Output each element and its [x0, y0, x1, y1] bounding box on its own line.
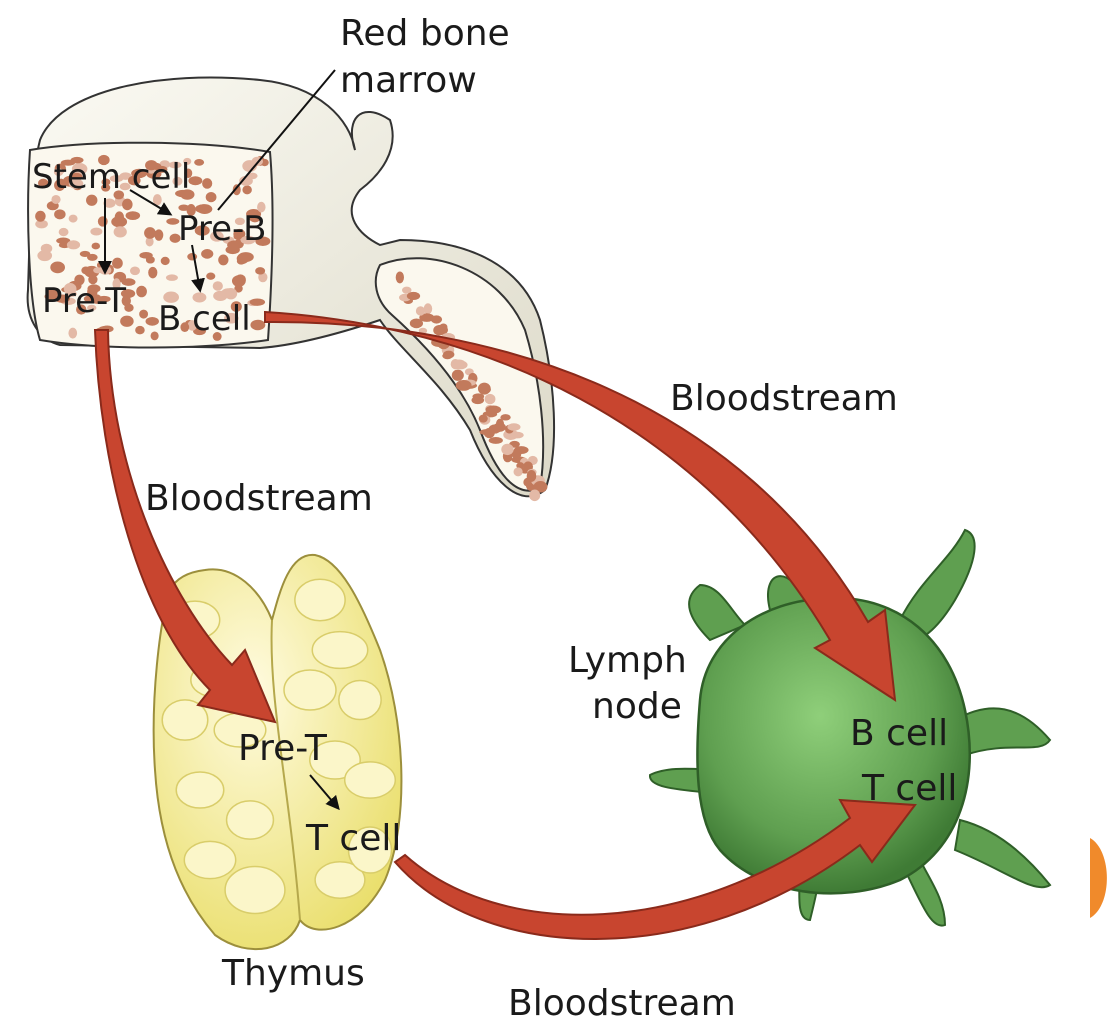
marrow-cell-dot	[527, 470, 537, 482]
marrow-cell-dot	[213, 281, 223, 291]
marrow-cell-dot	[242, 185, 251, 194]
b-cell-lymph-label: B cell	[850, 713, 948, 754]
marrow-cell-dot	[112, 258, 123, 269]
marrow-cell-dot	[201, 249, 213, 259]
bloodstream-label-bottom: Bloodstream	[508, 983, 736, 1024]
marrow-cell-dot	[433, 325, 445, 335]
marrow-cell-dot	[206, 273, 215, 280]
thymus-lobule	[227, 801, 274, 839]
stem-cell-label: Stem cell	[32, 157, 190, 197]
marrow-cell-dot	[501, 444, 513, 455]
marrow-cell-dot	[122, 199, 132, 211]
marrow-cell-dot	[206, 192, 217, 202]
marrow-cell-dot	[496, 419, 504, 430]
marrow-cell-dot	[431, 315, 442, 323]
marrow-cell-dot	[135, 326, 145, 335]
marrow-cell-dot	[456, 380, 472, 391]
marrow-cell-dot	[471, 396, 484, 404]
marrow-cell-dot	[126, 211, 141, 220]
red-bone-marrow-label-2: marrow	[340, 60, 477, 101]
marrow-cell-dot	[93, 267, 102, 273]
marrow-cell-dot	[485, 394, 496, 404]
thymus-lobule	[312, 632, 367, 669]
marrow-cell-dot	[148, 267, 157, 278]
marrow-cell-dot	[529, 490, 540, 502]
marrow-cell-dot	[54, 209, 65, 219]
thymus-lobule	[295, 579, 345, 620]
b-cell-marrow-label: B cell	[158, 299, 251, 339]
pre-b-label: Pre-B	[178, 209, 266, 249]
marrow-cell-dot	[144, 227, 156, 239]
marrow-cell-dot	[485, 406, 501, 414]
marrow-cell-dot	[479, 415, 488, 423]
marrow-cell-dot	[511, 432, 524, 439]
marrow-cell-dot	[81, 266, 90, 274]
marrow-cell-dot	[424, 303, 433, 314]
marrow-cell-dot	[41, 244, 53, 253]
thymus-label: Thymus	[221, 953, 365, 994]
marrow-cell-dot	[416, 306, 425, 315]
marrow-cell-dot	[114, 226, 127, 237]
marrow-cell-dot	[98, 216, 108, 226]
marrow-cell-dot	[80, 251, 91, 257]
marrow-cell-dot	[139, 252, 152, 259]
marrow-cell-dot	[90, 228, 102, 236]
pre-t-marrow-label: Pre-T	[42, 281, 126, 321]
lymph-node-label-2: node	[592, 686, 682, 727]
marrow-cell-dot	[146, 317, 159, 326]
marrow-cell-dot	[68, 328, 77, 339]
slide-marker-shape	[1090, 838, 1107, 918]
marrow-cell-dot	[489, 437, 503, 444]
marrow-cell-dot	[59, 228, 69, 236]
thymus-lobule	[184, 841, 235, 878]
marrow-cell-dot	[92, 243, 101, 250]
bloodstream-label-upper-right: Bloodstream	[670, 378, 898, 419]
red-bone-marrow-label-1: Red bone	[340, 13, 510, 54]
thymus-lobule	[284, 670, 336, 710]
marrow-cell-dot	[237, 253, 249, 264]
marrow-cell-dot	[139, 310, 148, 319]
thymus-lobule	[176, 772, 224, 808]
marrow-cell-dot	[250, 320, 265, 330]
marrow-cell-dot	[67, 240, 80, 249]
thymus-lobule	[225, 867, 285, 914]
marrow-cell-dot	[161, 257, 170, 265]
marrow-cell-dot	[507, 423, 520, 431]
marrow-cell-dot	[513, 467, 522, 476]
bloodstream-label-left: Bloodstream	[145, 478, 373, 519]
marrow-cell-dot	[187, 253, 197, 260]
t-cell-lymph-label: T cell	[861, 768, 957, 809]
marrow-cell-dot	[194, 159, 204, 166]
marrow-cell-dot	[482, 386, 491, 393]
marrow-cell-dot	[232, 275, 246, 286]
marrow-cell-dot	[514, 446, 529, 454]
lymph-node-label-1: Lymph	[568, 640, 687, 681]
marrow-cell-dot	[218, 255, 228, 266]
marrow-cell-dot	[130, 266, 140, 275]
marrow-cell-dot	[202, 178, 212, 189]
marrow-cell-dot	[35, 211, 46, 222]
marrow-cell-dot	[154, 229, 163, 240]
marrow-cell-dot	[136, 286, 147, 298]
thymus-lobule	[345, 762, 396, 798]
marrow-cell-dot	[396, 271, 404, 283]
marrow-cell-dot	[188, 176, 202, 185]
marrow-cell-dot	[111, 216, 127, 227]
marrow-cell-dot	[479, 429, 494, 435]
marrow-cell-dot	[442, 353, 452, 359]
marrow-cell-dot	[69, 215, 78, 223]
pre-t-thymus-label: Pre-T	[238, 728, 328, 769]
marrow-cell-dot	[452, 370, 464, 381]
marrow-cell-dot	[250, 298, 265, 305]
t-cell-thymus-label: T cell	[305, 818, 401, 859]
thymus-lobule	[339, 680, 381, 719]
marrow-cell-dot	[166, 274, 178, 281]
marrow-cell-dot	[407, 292, 420, 300]
marrow-cell-dot	[453, 359, 465, 365]
marrow-cell-dot	[50, 261, 65, 273]
marrow-cell-dot	[255, 267, 265, 274]
